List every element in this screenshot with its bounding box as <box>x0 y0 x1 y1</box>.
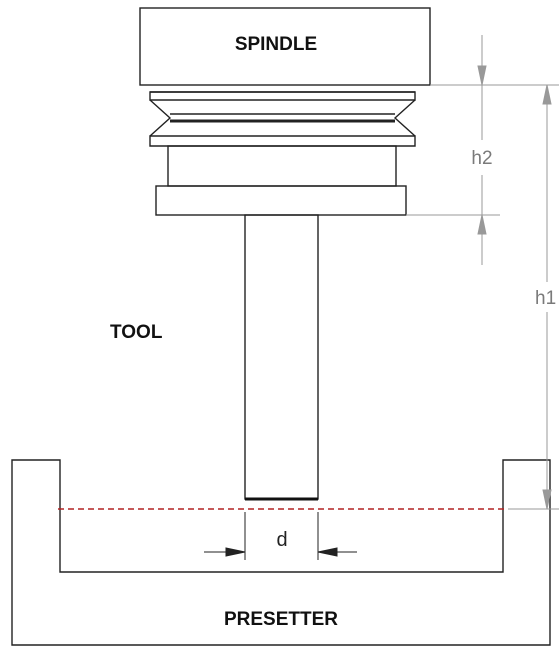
dimension-d <box>204 512 357 560</box>
spindle-label: SPINDLE <box>235 34 317 55</box>
h2-label: h2 <box>471 148 492 169</box>
dimension-h2 <box>406 35 559 265</box>
holder-collar <box>155 185 407 216</box>
holder-upper-ring <box>149 91 416 101</box>
dimension-h1 <box>508 84 559 510</box>
spindle-body <box>139 7 431 86</box>
d-arrow-right <box>225 547 246 557</box>
h1-arrow-down <box>542 489 552 510</box>
tool <box>244 214 319 500</box>
holder-v-groove <box>149 99 416 137</box>
tool-shank <box>244 214 319 500</box>
d-arrow-left <box>317 547 338 557</box>
spindle <box>139 7 431 86</box>
h1-label: h1 <box>535 288 556 309</box>
h2-arrow-up <box>477 214 487 235</box>
presetter-body <box>11 459 551 646</box>
holder-lower-ring <box>149 135 416 147</box>
tool-label: TOOL <box>110 322 163 343</box>
presetter-label: PRESETTER <box>224 609 338 630</box>
h1-arrow-up <box>542 84 552 105</box>
d-label: d <box>276 529 287 551</box>
h2-arrow-down <box>477 65 487 86</box>
tool-holder <box>149 91 416 216</box>
holder-body <box>167 145 397 187</box>
